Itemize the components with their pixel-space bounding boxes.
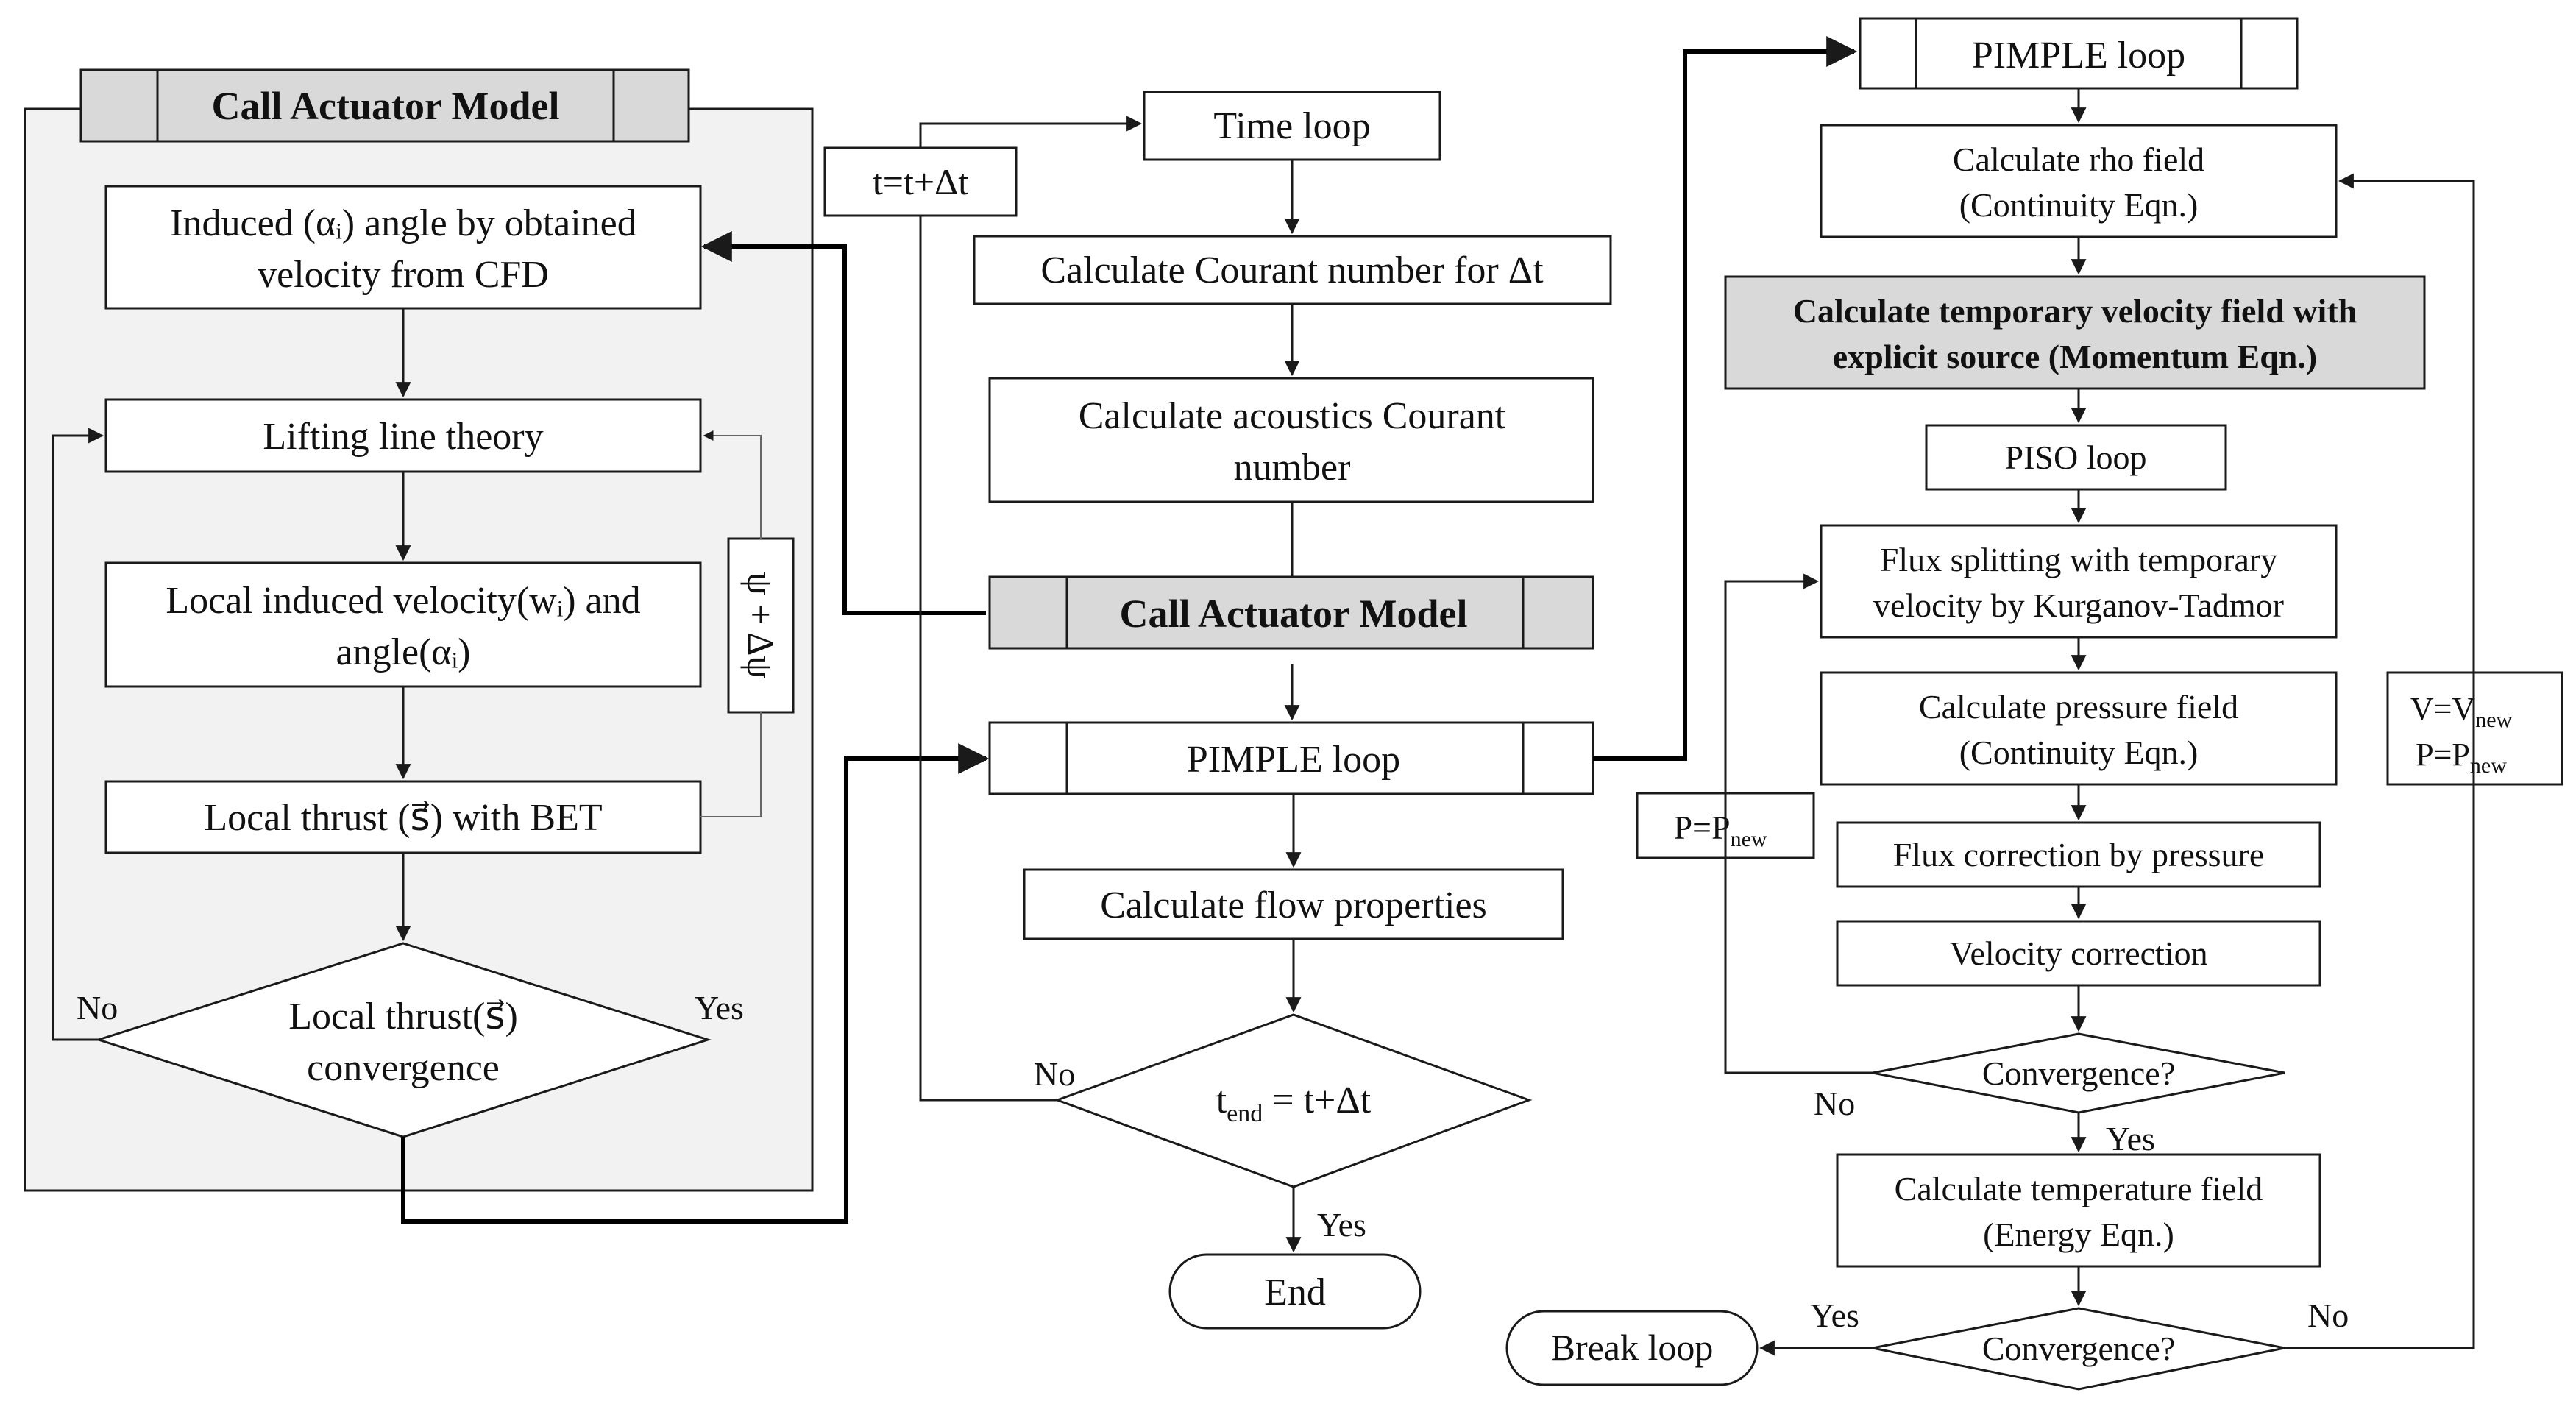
- break-loop-terminator: Break loop: [1505, 1310, 1759, 1386]
- local-induced-velocity-box: Local induced velocity(wᵢ) and angle(αᵢ): [104, 561, 702, 688]
- thrust-no-label: No: [77, 989, 118, 1026]
- local-velocity-line2: angle(αᵢ): [336, 631, 471, 673]
- pimple-loop-box-right: PIMPLE loop: [1859, 17, 2299, 90]
- arrow-piso-no-loop: [1724, 573, 1873, 1074]
- pimple-convergence-decision: Convergence?: [1872, 1307, 2285, 1391]
- acoustic-line1: Calculate acoustics Courant: [1079, 395, 1506, 437]
- pimple-yes-label: Yes: [1810, 1297, 1859, 1334]
- piso-yes-label: Yes: [2106, 1120, 2155, 1157]
- end-terminator: End: [1168, 1253, 1422, 1330]
- temporary-velocity-box: Calculate temporary velocity field with …: [1724, 275, 2426, 390]
- thrust-yes-label: Yes: [695, 989, 744, 1026]
- rho-field-box: Calculate rho field (Continuity Eqn.): [1820, 124, 2338, 238]
- end-time-condition: tend = t+Δt: [1216, 1079, 1372, 1127]
- pressure-field-box: Calculate pressure field (Continuity Eqn…: [1820, 671, 2338, 786]
- arrow-actuator-to-pimple: [401, 743, 990, 1224]
- flux-correction-label: Flux correction by pressure: [1893, 836, 2265, 873]
- temperature-field-box: Calculate temperature field (Energy Eqn.…: [1836, 1153, 2321, 1268]
- psi-increment-box: ψ + Δψ: [727, 537, 795, 714]
- induced-angle-line2: velocity from CFD: [258, 254, 549, 296]
- pimple-loop-box-middle: PIMPLE loop: [988, 721, 1594, 795]
- local-velocity-line1: Local induced velocity(wᵢ) and: [166, 580, 640, 622]
- velocity-correction-label: Velocity correction: [1949, 934, 2207, 972]
- flux-splitting-line1: Flux splitting with temporary: [1880, 541, 2277, 578]
- break-loop-label: Break loop: [1551, 1327, 1714, 1368]
- time-loop-label: Time loop: [1213, 105, 1370, 147]
- local-thrust-label: Local thrust (s⃗) with BET: [204, 797, 602, 839]
- psi-increment-label: ψ + Δψ: [740, 572, 781, 678]
- induced-angle-line1: Induced (αᵢ) angle by obtained: [170, 202, 636, 244]
- arrow-no-loop: [52, 428, 104, 1041]
- call-actuator-model-box: Call Actuator Model: [988, 575, 1594, 650]
- pimple-middle-label: PIMPLE loop: [1187, 739, 1400, 781]
- pressure-line1: Calculate pressure field: [1919, 688, 2238, 726]
- velocity-correction-box: Velocity correction: [1836, 920, 2321, 987]
- courant-label: Calculate Courant number for Δt: [1040, 249, 1544, 291]
- thrust-convergence-line1: Local thrust(s⃗): [288, 996, 518, 1038]
- flow-properties-label: Calculate flow properties: [1100, 884, 1487, 926]
- end-label: End: [1264, 1271, 1326, 1313]
- end-time-decision: tend = t+Δt: [1054, 1013, 1533, 1188]
- temp-velocity-line1: Calculate temporary velocity field with: [1793, 292, 2357, 330]
- pimple-convergence-label: Convergence?: [1982, 1330, 2175, 1367]
- line-no-to-time-update: [919, 216, 1057, 1102]
- piso-convergence-decision: Convergence?: [1872, 1032, 2285, 1114]
- pimple-right-label: PIMPLE loop: [1972, 35, 2185, 77]
- arrow-psi-to-lifting: [703, 430, 762, 539]
- courant-box: Calculate Courant number for Δt: [973, 235, 1612, 305]
- time-update-box: t=t+Δt: [823, 146, 1018, 217]
- flux-correction-box: Flux correction by pressure: [1836, 821, 2321, 888]
- call-actuator-model-header: Call Actuator Model: [79, 68, 690, 143]
- piso-no-label: No: [1814, 1085, 1855, 1122]
- rho-line1: Calculate rho field: [1953, 141, 2204, 178]
- arrow-to-time-loop: [919, 116, 1143, 148]
- end-no-label: No: [1034, 1055, 1075, 1093]
- temperature-line2: (Energy Eqn.): [1983, 1216, 2174, 1253]
- arrow-pimple-no-loop: [2285, 173, 2475, 1349]
- lifting-line-label: Lifting line theory: [263, 416, 543, 458]
- acoustic-line2: number: [1234, 447, 1351, 489]
- flux-splitting-box: Flux splitting with temporary velocity b…: [1820, 524, 2338, 639]
- line-thrust-to-psi: [700, 712, 762, 817]
- end-yes-label: Yes: [1317, 1206, 1366, 1244]
- temperature-line1: Calculate temperature field: [1895, 1170, 2263, 1207]
- call-actuator-label: Call Actuator Model: [1120, 592, 1468, 636]
- arrow-call-to-induced: [700, 231, 986, 615]
- velocity-update-label: V=Vnew: [2410, 691, 2513, 732]
- flux-splitting-line2: velocity by Kurganov-Tadmor: [1873, 586, 2284, 624]
- pressure-update-label: P=Pnew: [1673, 809, 1767, 851]
- thrust-convergence-line2: convergence: [307, 1047, 500, 1089]
- induced-angle-box: Induced (αᵢ) angle by obtained velocity …: [104, 185, 702, 310]
- local-thrust-box: Local thrust (s⃗) with BET: [104, 780, 702, 854]
- time-update-label: t=t+Δt: [873, 161, 968, 202]
- piso-convergence-label: Convergence?: [1982, 1054, 2175, 1092]
- actuator-header-label: Call Actuator Model: [212, 84, 560, 128]
- flow-properties-box: Calculate flow properties: [1023, 868, 1564, 940]
- acoustic-courant-box: Calculate acoustics Courant number: [988, 377, 1594, 503]
- pressure-update-label-2: P=Pnew: [2416, 737, 2507, 778]
- piso-label: PISO loop: [2005, 439, 2147, 476]
- rho-line2: (Continuity Eqn.): [1959, 186, 2199, 224]
- temp-velocity-line2: explicit source (Momentum Eqn.): [1833, 338, 2317, 375]
- piso-loop-box: PISO loop: [1925, 424, 2227, 491]
- time-loop-box: Time loop: [1143, 91, 1441, 161]
- pressure-line2: (Continuity Eqn.): [1959, 734, 2199, 771]
- pimple-no-label: No: [2307, 1297, 2349, 1334]
- arrow-pimple-to-right-pimple: [1593, 36, 1858, 761]
- lifting-line-box: Lifting line theory: [104, 398, 702, 473]
